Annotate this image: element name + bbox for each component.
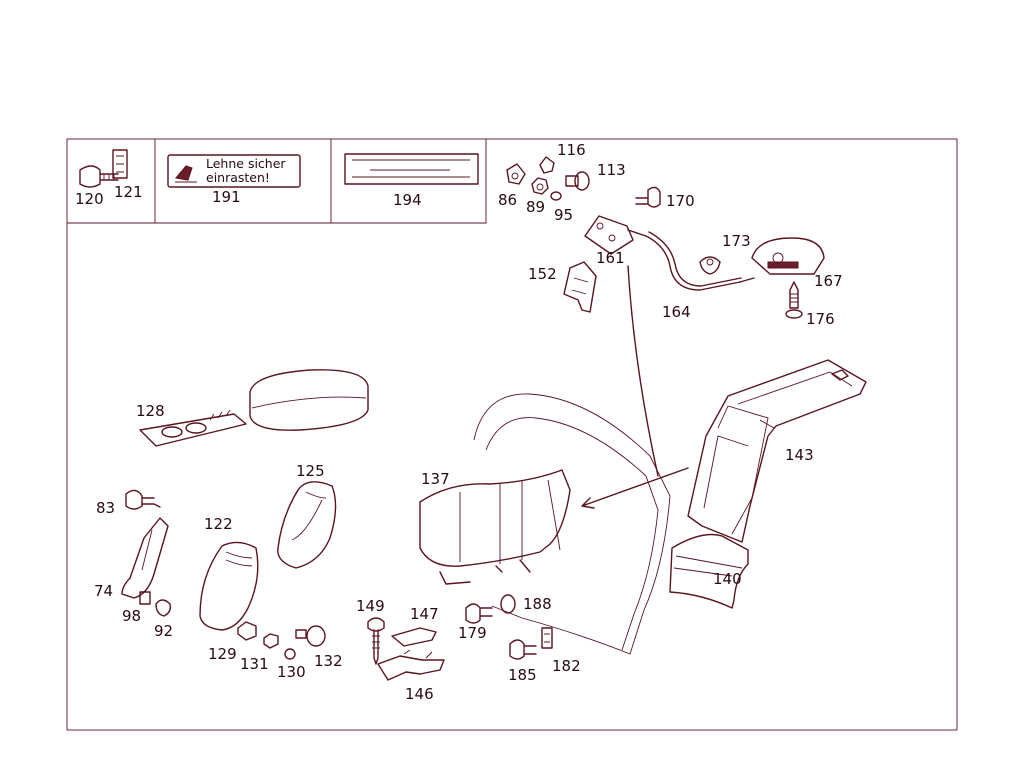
label-95: 95	[554, 206, 573, 224]
part-131-nut-icon	[263, 633, 279, 649]
label-179: 179	[458, 624, 487, 642]
part-98-clip-icon	[139, 591, 151, 605]
part-179-screw-icon	[465, 603, 493, 624]
label-146: 146	[405, 685, 434, 703]
label-129: 129	[208, 645, 237, 663]
part-130-washer-icon	[284, 648, 296, 660]
part-185-screw-icon	[509, 639, 537, 660]
label-147: 147	[410, 605, 439, 623]
part-128-armrest	[139, 369, 369, 447]
label-86: 86	[498, 191, 517, 209]
part-152-bracket	[563, 261, 597, 313]
label-120: 120	[75, 190, 104, 208]
part-120-bolt-icon	[79, 165, 119, 188]
decal-text-line1: Lehne sicher	[206, 156, 286, 171]
label-170: 170	[666, 192, 695, 210]
part-129-nut-icon	[237, 621, 257, 641]
part-95-washer-icon	[550, 191, 562, 201]
part-173-clip-icon	[699, 256, 721, 275]
label-149: 149	[356, 597, 385, 615]
label-194: 194	[393, 191, 422, 209]
label-131: 131	[240, 655, 269, 673]
part-188-washer-icon	[500, 594, 516, 614]
label-125: 125	[296, 462, 325, 480]
part-132-grommet-icon	[295, 625, 326, 647]
part-83-screw-icon	[125, 489, 161, 510]
label-132: 132	[314, 652, 343, 670]
label-182: 182	[552, 657, 581, 675]
part-92-bush-icon	[155, 599, 172, 617]
leader-arrow-161	[627, 265, 659, 477]
part-194-plate	[344, 153, 479, 185]
part-125-cushion	[277, 481, 337, 569]
label-143: 143	[785, 446, 814, 464]
label-188: 188	[523, 595, 552, 613]
part-86-clip-icon	[506, 163, 526, 185]
part-113-grommet-icon	[565, 171, 590, 191]
label-173: 173	[722, 232, 751, 250]
part-167-release-handle	[751, 237, 825, 275]
part-140-cover	[669, 533, 749, 609]
label-92: 92	[154, 622, 173, 640]
header-box-divider	[67, 139, 487, 224]
seat-back-outline	[473, 393, 671, 655]
part-191-decal: Lehne sicher einrasten!	[167, 154, 301, 188]
part-89-nut-icon	[531, 177, 549, 195]
part-161-release-lever	[584, 215, 647, 255]
label-137: 137	[421, 470, 450, 488]
part-122-panel	[199, 541, 259, 631]
label-164: 164	[662, 303, 691, 321]
label-74: 74	[94, 582, 113, 600]
decal-text-line2: einrasten!	[206, 170, 270, 185]
label-83: 83	[96, 499, 115, 517]
label-122: 122	[204, 515, 233, 533]
label-113: 113	[597, 161, 626, 179]
leader-arrow-137	[581, 467, 689, 509]
part-137-backrest-frame	[419, 469, 571, 585]
part-170-screw-icon	[635, 186, 661, 208]
part-146-bracket	[377, 649, 445, 681]
label-185: 185	[508, 666, 537, 684]
label-176: 176	[806, 310, 835, 328]
label-140: 140	[713, 570, 742, 588]
label-89: 89	[526, 198, 545, 216]
label-161: 161	[596, 249, 625, 267]
part-121-clip-icon	[112, 149, 128, 179]
label-121: 121	[114, 183, 143, 201]
diagram-frame	[66, 138, 958, 731]
part-182-clip-icon	[541, 627, 553, 649]
part-164-cable	[645, 231, 755, 291]
label-128: 128	[136, 402, 165, 420]
part-74-hinge	[121, 517, 169, 599]
part-149-screw-icon	[367, 617, 385, 665]
part-116-clip-icon	[539, 156, 555, 174]
label-167: 167	[814, 272, 843, 290]
label-191: 191	[212, 188, 241, 206]
label-130: 130	[277, 663, 306, 681]
part-147-trim-clip	[391, 627, 437, 647]
part-176-screw-icon	[785, 281, 803, 319]
label-98: 98	[122, 607, 141, 625]
label-116: 116	[557, 141, 586, 159]
label-152: 152	[528, 265, 557, 283]
part-143-through-loader	[687, 359, 867, 543]
